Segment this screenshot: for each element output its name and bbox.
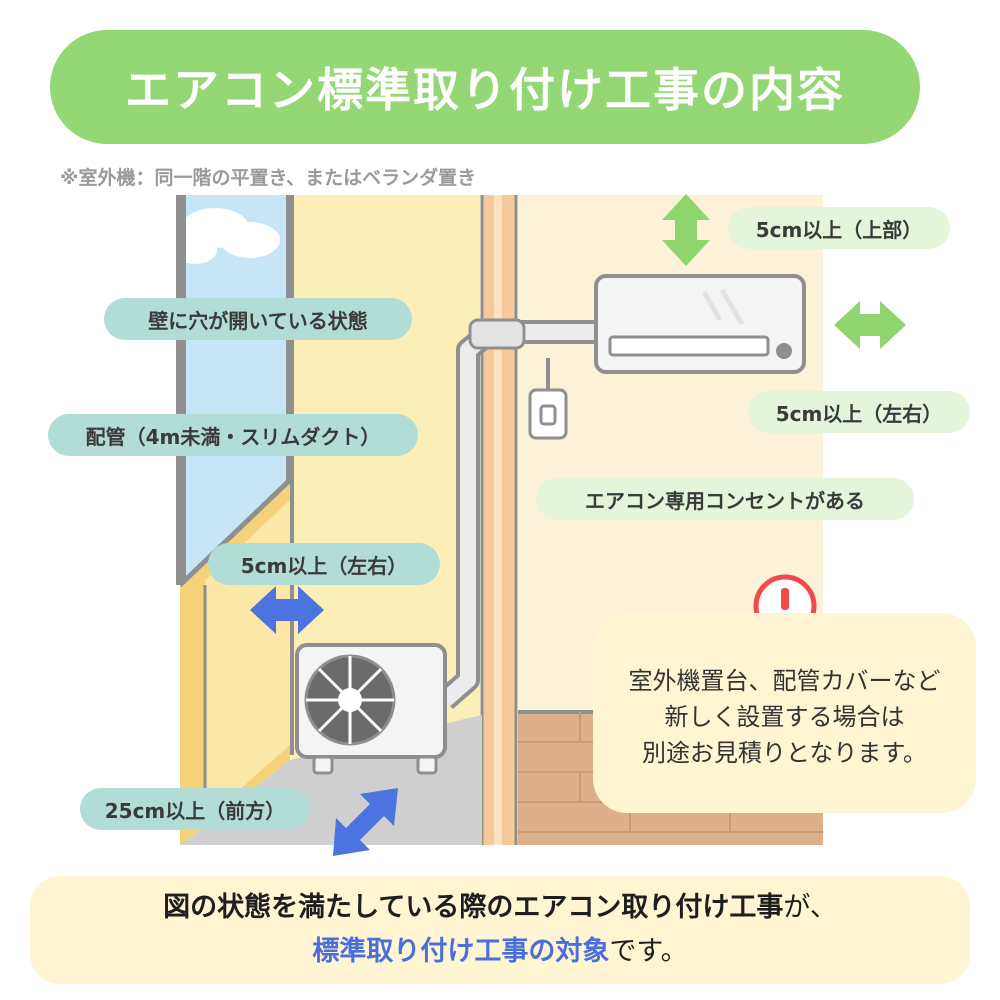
- wall-frame: [286, 195, 294, 755]
- piping-label: 配管（4m未満・スリムダクト）: [48, 414, 418, 456]
- summary-text: 図の状態を満たしている際のエアコン取り付け工事: [163, 892, 784, 923]
- piping: [437, 318, 596, 710]
- window-frame-left: [176, 195, 186, 585]
- outdoor-unit-note: ※室外機：同一階の平置き、またはベランダ置き: [60, 167, 477, 189]
- up-down-arrow-icon: [662, 194, 710, 266]
- summary-highlight: 標準取り付け工事の対象: [312, 936, 610, 967]
- page-title: エアコン標準取り付け工事の内容: [125, 63, 845, 117]
- dedicated-outlet-label: エアコン専用コンセントがある: [536, 478, 914, 520]
- power-outlet: [528, 358, 568, 440]
- summary-text-end: です。: [609, 936, 688, 967]
- outdoor-unit: [295, 643, 447, 775]
- indoor-side-clearance-label: 5cm以上（左右）: [748, 391, 970, 433]
- additional-cost-notice: 室外機置台、配管カバーなど 新しく設置する場合は 別途お見積りとなります。: [593, 613, 976, 813]
- summary-message: 図の状態を満たしている際のエアコン取り付け工事が、 標準取り付け工事の対象です。: [30, 876, 970, 984]
- summary-text-end: が、: [783, 892, 837, 923]
- title-banner: エアコン標準取り付け工事の内容: [50, 30, 920, 144]
- pillar-highlight: [494, 195, 502, 845]
- wall-hole-label: 壁に穴が開いている状態: [104, 298, 412, 340]
- outdoor-side-clearance-label: 5cm以上（左右）: [208, 543, 440, 585]
- notice-line: 室外機置台、配管カバーなど: [628, 667, 941, 695]
- outdoor-front-clearance-label: 25cm以上（前方）: [80, 788, 310, 830]
- indoor-unit: [594, 274, 806, 374]
- notice-line: 新しく設置する場合は: [664, 703, 905, 731]
- cloud: [173, 208, 280, 264]
- left-right-arrow-icon: [834, 301, 906, 349]
- indoor-top-clearance-label: 5cm以上（上部）: [728, 207, 950, 249]
- diagonal-arrow-icon: [333, 788, 398, 856]
- summary-line-2: 標準取り付け工事の対象です。: [312, 930, 687, 974]
- summary-line-1: 図の状態を満たしている際のエアコン取り付け工事が、: [163, 886, 837, 930]
- left-right-arrow-icon: [250, 586, 324, 634]
- notice-line: 別途お見積りとなります。: [642, 739, 927, 767]
